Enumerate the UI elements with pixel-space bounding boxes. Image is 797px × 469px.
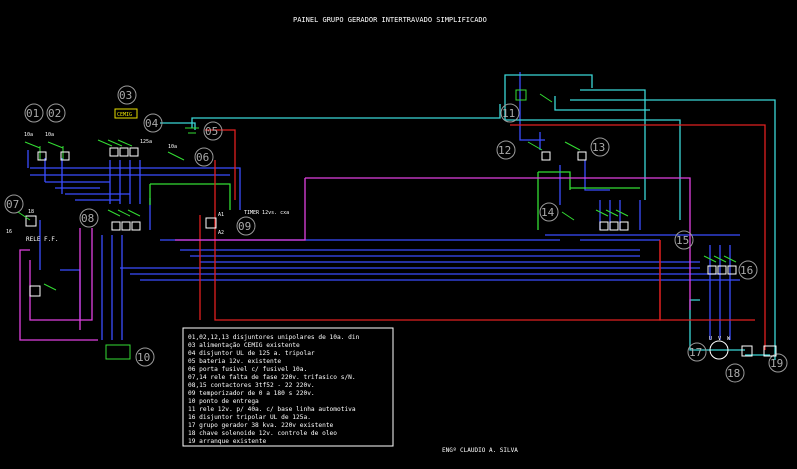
delivery-point-10: 10 xyxy=(105,344,155,367)
cemig-supply-03: 03 CEMIG xyxy=(114,85,138,119)
contactor-15: 15 xyxy=(595,209,694,250)
svg-text:16: 16 xyxy=(6,229,12,235)
svg-text:10a: 10a xyxy=(168,144,177,150)
svg-text:12: 12 xyxy=(498,144,511,157)
svg-text:05: 05 xyxy=(205,125,218,138)
svg-text:03: 03 xyxy=(119,89,132,102)
legend-line: 16 disjuntor tripolar UL de 125a. xyxy=(188,414,311,421)
svg-text:16: 16 xyxy=(740,264,753,277)
svg-text:10a: 10a xyxy=(45,132,54,138)
legend-line: 17 grupo gerador 38 kva. 220v existente xyxy=(188,422,334,429)
green-lines xyxy=(149,171,640,230)
svg-text:08: 08 xyxy=(81,212,94,225)
svg-text:W: W xyxy=(727,336,731,342)
legend-line: 05 bateria 12v. existente xyxy=(188,358,281,365)
breaker-16: 16 xyxy=(703,255,758,280)
breaker-04: 04 125a xyxy=(97,113,163,157)
svg-text:10a: 10a xyxy=(24,132,33,138)
svg-text:18: 18 xyxy=(727,367,740,380)
svg-text:11: 11 xyxy=(502,107,515,120)
svg-text:15: 15 xyxy=(676,234,689,247)
timer-09: 09 A1 A2 TIMER 12vs. cxa xyxy=(205,210,289,236)
relay-11: 11 xyxy=(500,89,553,123)
svg-text:125a: 125a xyxy=(140,139,152,145)
phase-relay-14: 14 xyxy=(539,202,575,222)
solenoid-18: 18 xyxy=(725,345,753,383)
svg-text:19: 19 xyxy=(770,357,783,370)
svg-text:07: 07 xyxy=(6,198,19,211)
svg-text:A1: A1 xyxy=(218,212,224,218)
legend-line: 11 rele 12v. p/ 40a. c/ base linha autom… xyxy=(188,406,356,413)
author-credit: ENGº CLAUDIO A. SILVA xyxy=(442,447,518,454)
legend-line: 18 chave solenoide 12v. controle de oleo xyxy=(188,430,337,437)
svg-text:09: 09 xyxy=(238,220,251,233)
starter-19: 19 xyxy=(763,345,788,373)
svg-text:TIMER 12vs. cxa: TIMER 12vs. cxa xyxy=(244,210,289,216)
legend-box xyxy=(182,327,394,447)
relay-coil-lower xyxy=(29,283,57,297)
svg-text:06: 06 xyxy=(196,151,209,164)
blue-bus xyxy=(27,72,740,340)
phase-relay-07: 07 16 18 RELE F.F. xyxy=(4,194,59,243)
legend-line: 19 arranque existente xyxy=(188,438,267,445)
wiring xyxy=(19,72,776,360)
components: 01 10a 02 10a 03 CEMIG 04 xyxy=(4,85,788,383)
legend-line: 09 temporizador de 0 a 180 s 220v. xyxy=(188,390,315,397)
svg-text:18: 18 xyxy=(28,209,34,215)
legend-line: 06 porta fusivel c/ fusivel 10a. xyxy=(188,366,307,373)
legend-line: 03 alimentação CEMIG existente xyxy=(188,342,300,349)
svg-text:CEMIG: CEMIG xyxy=(117,112,132,118)
generator-17: 17 U V W xyxy=(687,336,731,362)
contactor-08: 08 xyxy=(79,208,141,231)
breaker-01: 01 10a xyxy=(24,103,47,161)
svg-text:U: U xyxy=(709,336,712,342)
svg-text:RELE F.F.: RELE F.F. xyxy=(26,236,59,243)
svg-text:04: 04 xyxy=(145,117,159,130)
svg-text:A2: A2 xyxy=(218,230,224,236)
legend: 01,02,12,13 disjuntores unipolares de 10… xyxy=(182,327,394,447)
fuse-holder-06: 06 10a xyxy=(167,144,214,167)
svg-text:V: V xyxy=(718,336,721,342)
breaker-13: 13 xyxy=(564,137,610,161)
svg-text:13: 13 xyxy=(592,141,605,154)
magenta-lines xyxy=(19,177,691,341)
svg-text:17: 17 xyxy=(689,346,702,359)
legend-line: 01,02,12,13 disjuntores unipolares de 10… xyxy=(188,334,360,341)
breaker-02: 02 10a xyxy=(45,103,70,161)
legend-line: 10 ponto de entrega xyxy=(188,398,259,405)
legend-line: 04 disjuntor UL de 125 a. tripolar xyxy=(188,350,315,357)
legend-line: 08,15 contactores 3tf52 - 22 220v. xyxy=(188,382,315,389)
svg-text:02: 02 xyxy=(48,107,61,120)
diagram-title: PAINEL GRUPO GERADOR INTERTRAVADO SIMPLI… xyxy=(293,16,487,24)
cyan-lines xyxy=(160,74,776,360)
breaker-12: 12 xyxy=(496,140,551,161)
svg-text:01: 01 xyxy=(26,107,39,120)
svg-text:10: 10 xyxy=(137,351,150,364)
legend-line: 07,14 rele falta de fase 220v. trifasico… xyxy=(188,374,356,381)
battery-05: 05 xyxy=(185,121,223,141)
svg-text:14: 14 xyxy=(541,206,555,219)
